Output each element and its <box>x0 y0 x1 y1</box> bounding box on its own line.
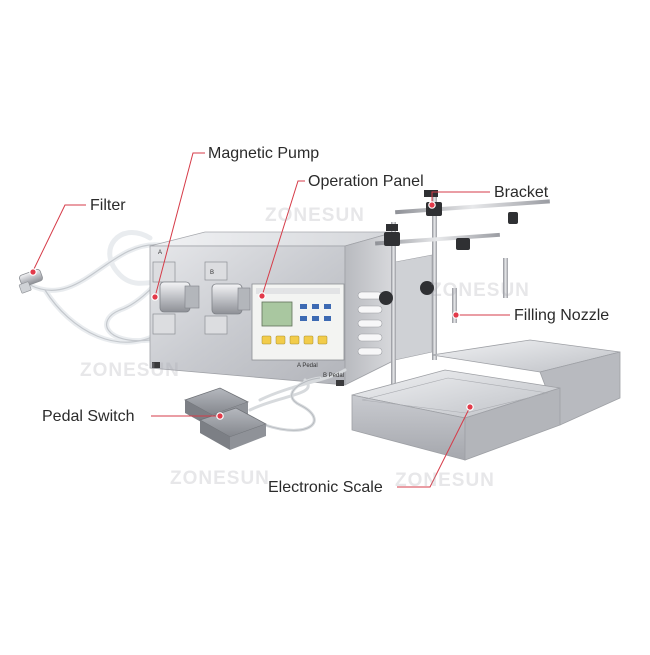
label-magnetic-pump: Magnetic Pump <box>208 145 320 162</box>
label-operation-panel: Operation Panel <box>308 173 424 190</box>
label-filling-nozzle: Filling Nozzle <box>514 307 610 324</box>
operation-panel <box>251 283 345 361</box>
label-electronic-scale: Electronic Scale <box>268 479 383 496</box>
label-bracket: Bracket <box>494 184 549 201</box>
electronic-scale <box>351 339 621 461</box>
bracket-assembly <box>375 190 550 392</box>
leader-dots <box>29 201 474 420</box>
port-b-tag: B <box>210 270 215 276</box>
magnetic-pump-heads <box>152 261 251 335</box>
watermark-right: ZONESUN <box>430 280 530 301</box>
watermark-top: ZONESUN <box>265 205 365 226</box>
leader-lines <box>32 152 510 488</box>
port-a-tag: A <box>158 250 163 256</box>
watermark-left: ZONESUN <box>80 360 180 381</box>
watermark-bottom-right: ZONESUN <box>395 470 495 491</box>
label-pedal-switch: Pedal Switch <box>42 408 135 425</box>
pedal-switches <box>184 368 347 450</box>
filter-part <box>18 269 43 294</box>
label-filter: Filter <box>90 197 126 214</box>
b-pedal-tag: B Pedal <box>323 373 345 379</box>
a-pedal-tag: A Pedal <box>297 363 318 369</box>
watermark-bottom: ZONESUN <box>170 468 270 489</box>
